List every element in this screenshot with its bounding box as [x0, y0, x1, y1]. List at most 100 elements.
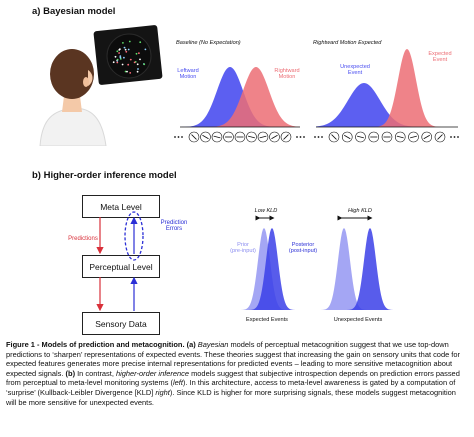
panel-a-left-title: Baseline (No Expectation) — [176, 40, 241, 46]
caption-figure-label: Figure 1 - Models of prediction and meta… — [6, 340, 185, 349]
ellipsis-dot — [296, 136, 298, 138]
label-unexpected-events: Unexpected Events — [333, 317, 383, 323]
motion-glyphs-left — [174, 131, 305, 143]
stimulus-dot — [139, 41, 142, 44]
stimulus-dot — [144, 48, 147, 51]
observer-illustration — [39, 25, 163, 146]
stimulus-dot — [116, 61, 119, 64]
prior-unexpected — [316, 228, 396, 310]
stimulus-dot — [116, 50, 119, 53]
prediction-error-ellipse — [124, 211, 144, 261]
caption-left: left — [173, 378, 183, 388]
ellipsis-dot — [321, 136, 323, 138]
stimulus-dot — [114, 55, 117, 58]
stimulus-dot — [119, 56, 122, 59]
stimulus-dot — [116, 58, 119, 61]
caption-part-b: (b) — [65, 368, 76, 378]
ellipsis-dot — [299, 136, 302, 138]
ellipsis-dot — [181, 136, 183, 138]
stimulus-dot — [122, 42, 124, 44]
caption-text2: In contrast, — [75, 368, 116, 378]
stimulus-dot — [124, 48, 127, 51]
ellipsis-dot — [450, 136, 452, 138]
motion-glyphs-right — [314, 131, 459, 143]
ellipsis-dot — [453, 136, 456, 138]
motion-arrow — [213, 135, 221, 139]
stimulus-dot — [136, 63, 139, 66]
stimulus-dot — [123, 46, 126, 49]
stimulus-dot — [121, 63, 124, 66]
caption-right: right — [155, 387, 170, 397]
motion-arrow — [248, 135, 255, 139]
caption-text3: models suggest that subjective introspec… — [6, 368, 460, 388]
label-predictions: Predictions — [68, 236, 98, 242]
panel-a-right-title: Rightward Motion Expected — [313, 40, 382, 46]
label-leftward-motion: Leftward Motion — [177, 68, 199, 81]
label-rightward-motion: Rightward Motion — [274, 68, 300, 81]
motion-arrow — [331, 134, 337, 140]
perceptual-level-box: Perceptual Level — [82, 255, 160, 278]
motion-arrow — [202, 134, 209, 140]
label-unexpected-event: Unexpected Event — [340, 64, 370, 77]
curve-leftward — [180, 67, 300, 127]
ellipsis-dot — [177, 136, 180, 138]
motion-arrow — [357, 135, 364, 139]
caption-text4: ). In this architecture, access to meta-… — [6, 378, 456, 397]
stimulus-dot — [129, 72, 132, 74]
stimulus-dot — [119, 48, 121, 50]
stimulus-dot — [129, 58, 132, 61]
motion-arrow — [259, 135, 267, 139]
panel-a-left-chart — [180, 67, 300, 128]
caption-higher-order: higher-order inference — [115, 368, 190, 378]
stimulus-dot — [138, 52, 140, 54]
caption-text5: ). Since KLD is higher for more surprisi… — [6, 387, 456, 407]
motion-arrow — [344, 134, 351, 140]
curve-rightward — [180, 67, 300, 127]
stimulus-dot — [112, 61, 115, 64]
curve-unexpected — [316, 83, 458, 127]
caption-text1: models of perceptual metacognition sugge… — [6, 340, 460, 378]
section-b-title: b) Higher-order inference model — [32, 170, 177, 181]
label-expected-event: Expected Event — [428, 51, 452, 64]
motion-arrow — [423, 134, 430, 140]
motion-arrow — [191, 134, 197, 140]
stimulus-dot — [119, 55, 122, 57]
caption-bayesian: Bayesian — [197, 340, 229, 349]
hierarchy-arrows — [96, 211, 144, 312]
label-expected-events: Expected Events — [246, 317, 288, 323]
sensory-data-box: Sensory Data — [82, 312, 160, 335]
ellipsis-dot — [303, 136, 305, 138]
stimulus-dot — [139, 58, 141, 61]
stimulus-dot — [133, 61, 136, 64]
stimulus-dot — [127, 63, 130, 66]
stimulus-dot — [136, 70, 139, 73]
ellipsis-dot — [457, 136, 459, 138]
stimulus-dot — [135, 52, 138, 55]
posterior-expected — [230, 228, 310, 310]
label-prior: Prior (pre-input) — [230, 242, 256, 255]
motion-arrow — [396, 135, 404, 139]
stimulus-dot — [118, 52, 120, 54]
motion-arrow — [283, 134, 289, 140]
meta-level-box: Meta Level — [82, 195, 160, 218]
motion-arrow — [410, 135, 417, 139]
shirt — [39, 107, 107, 146]
stimulus-dot — [143, 63, 146, 66]
ellipsis-dot — [317, 136, 320, 138]
stimulus-dot — [123, 56, 125, 59]
ellipsis-dot — [174, 136, 176, 138]
label-high-kld: High KLD — [348, 208, 372, 214]
caption-part-a: (a) — [186, 340, 196, 349]
label-low-kld: Low KLD — [254, 208, 278, 214]
stimulus-dot — [137, 68, 139, 70]
stimulus-dot — [124, 70, 127, 73]
stimulus-dot — [128, 40, 131, 43]
label-prediction-errors: Prediction Errors — [160, 220, 188, 233]
panel-a-right-chart — [316, 49, 458, 128]
stimulus-dot — [127, 48, 130, 51]
motion-arrow — [437, 134, 443, 140]
figure-caption: Figure 1 - Models of prediction and meta… — [6, 340, 468, 407]
section-a-title: a) Bayesian model — [32, 6, 116, 17]
label-posterior: Posterior (post-input) — [288, 242, 318, 255]
posterior-unexpected — [316, 228, 396, 310]
